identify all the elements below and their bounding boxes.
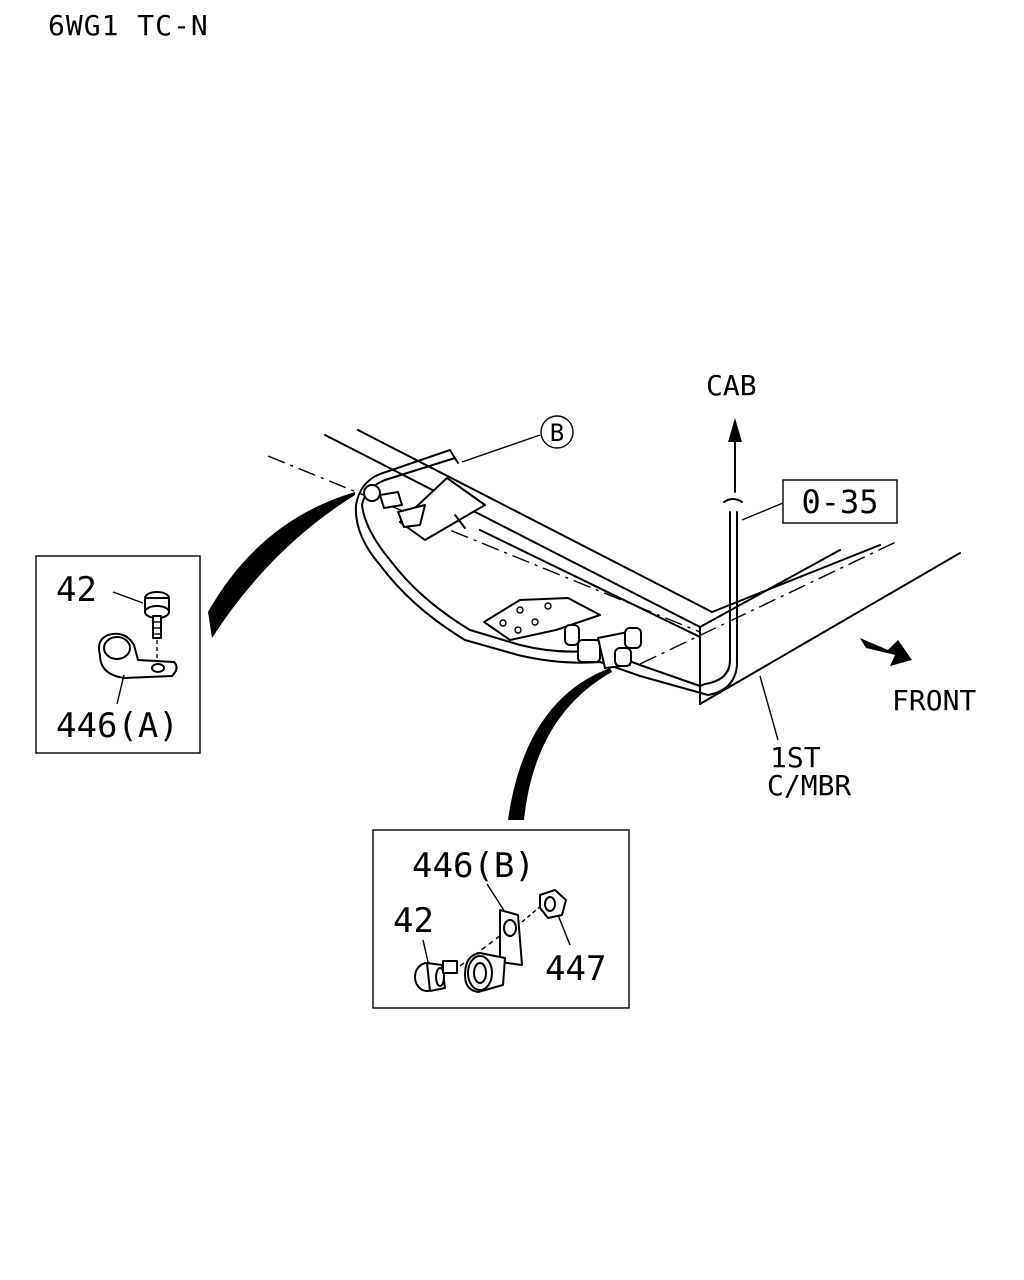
- pipe-run: [354, 449, 743, 696]
- pipe-clip-b-location: [564, 624, 642, 669]
- detail-a-clip-number: 446(A): [56, 706, 179, 746]
- front-label: FRONT: [892, 684, 976, 717]
- detail-a-box: 42 446(A): [35, 555, 201, 754]
- ref-b-callout: B: [461, 415, 574, 463]
- front-direction-arrow: FRONT: [860, 638, 976, 717]
- page-title: 6WG1 TC-N: [48, 9, 209, 42]
- cab-label: CAB: [706, 369, 757, 402]
- upper-bracket: [397, 477, 486, 541]
- detail-b-bolt-number: 42: [393, 901, 434, 941]
- detail-b-clip-number: 446(B): [412, 846, 535, 886]
- pipe-clip-a-location: [363, 484, 403, 509]
- detail-b-bolt: [414, 931, 506, 992]
- cross-member-callout: 1ST C/MBR: [759, 675, 851, 802]
- detail-a-clip: [98, 632, 178, 679]
- detail-b-nut-number: 447: [545, 949, 606, 989]
- cab-direction-arrow: CAB: [706, 369, 757, 493]
- page-reference-label: 0-35: [801, 483, 878, 521]
- detail-b-nut: [521, 889, 567, 923]
- detail-a-bolt: [144, 591, 170, 660]
- leader-to-detail-b: [508, 668, 612, 820]
- detail-a-bolt-number: 42: [56, 570, 97, 610]
- detail-b-box: 446(B) 42 447: [372, 829, 630, 1009]
- ref-b-label: B: [550, 419, 564, 447]
- cross-member-label-2: C/MBR: [767, 769, 851, 802]
- page-reference: 0-35: [741, 479, 898, 524]
- cross-member-label-1: 1ST: [770, 741, 821, 774]
- detail-b-clip: [464, 909, 523, 993]
- perforated-plate: [483, 597, 601, 641]
- leader-to-detail-a: [208, 492, 355, 638]
